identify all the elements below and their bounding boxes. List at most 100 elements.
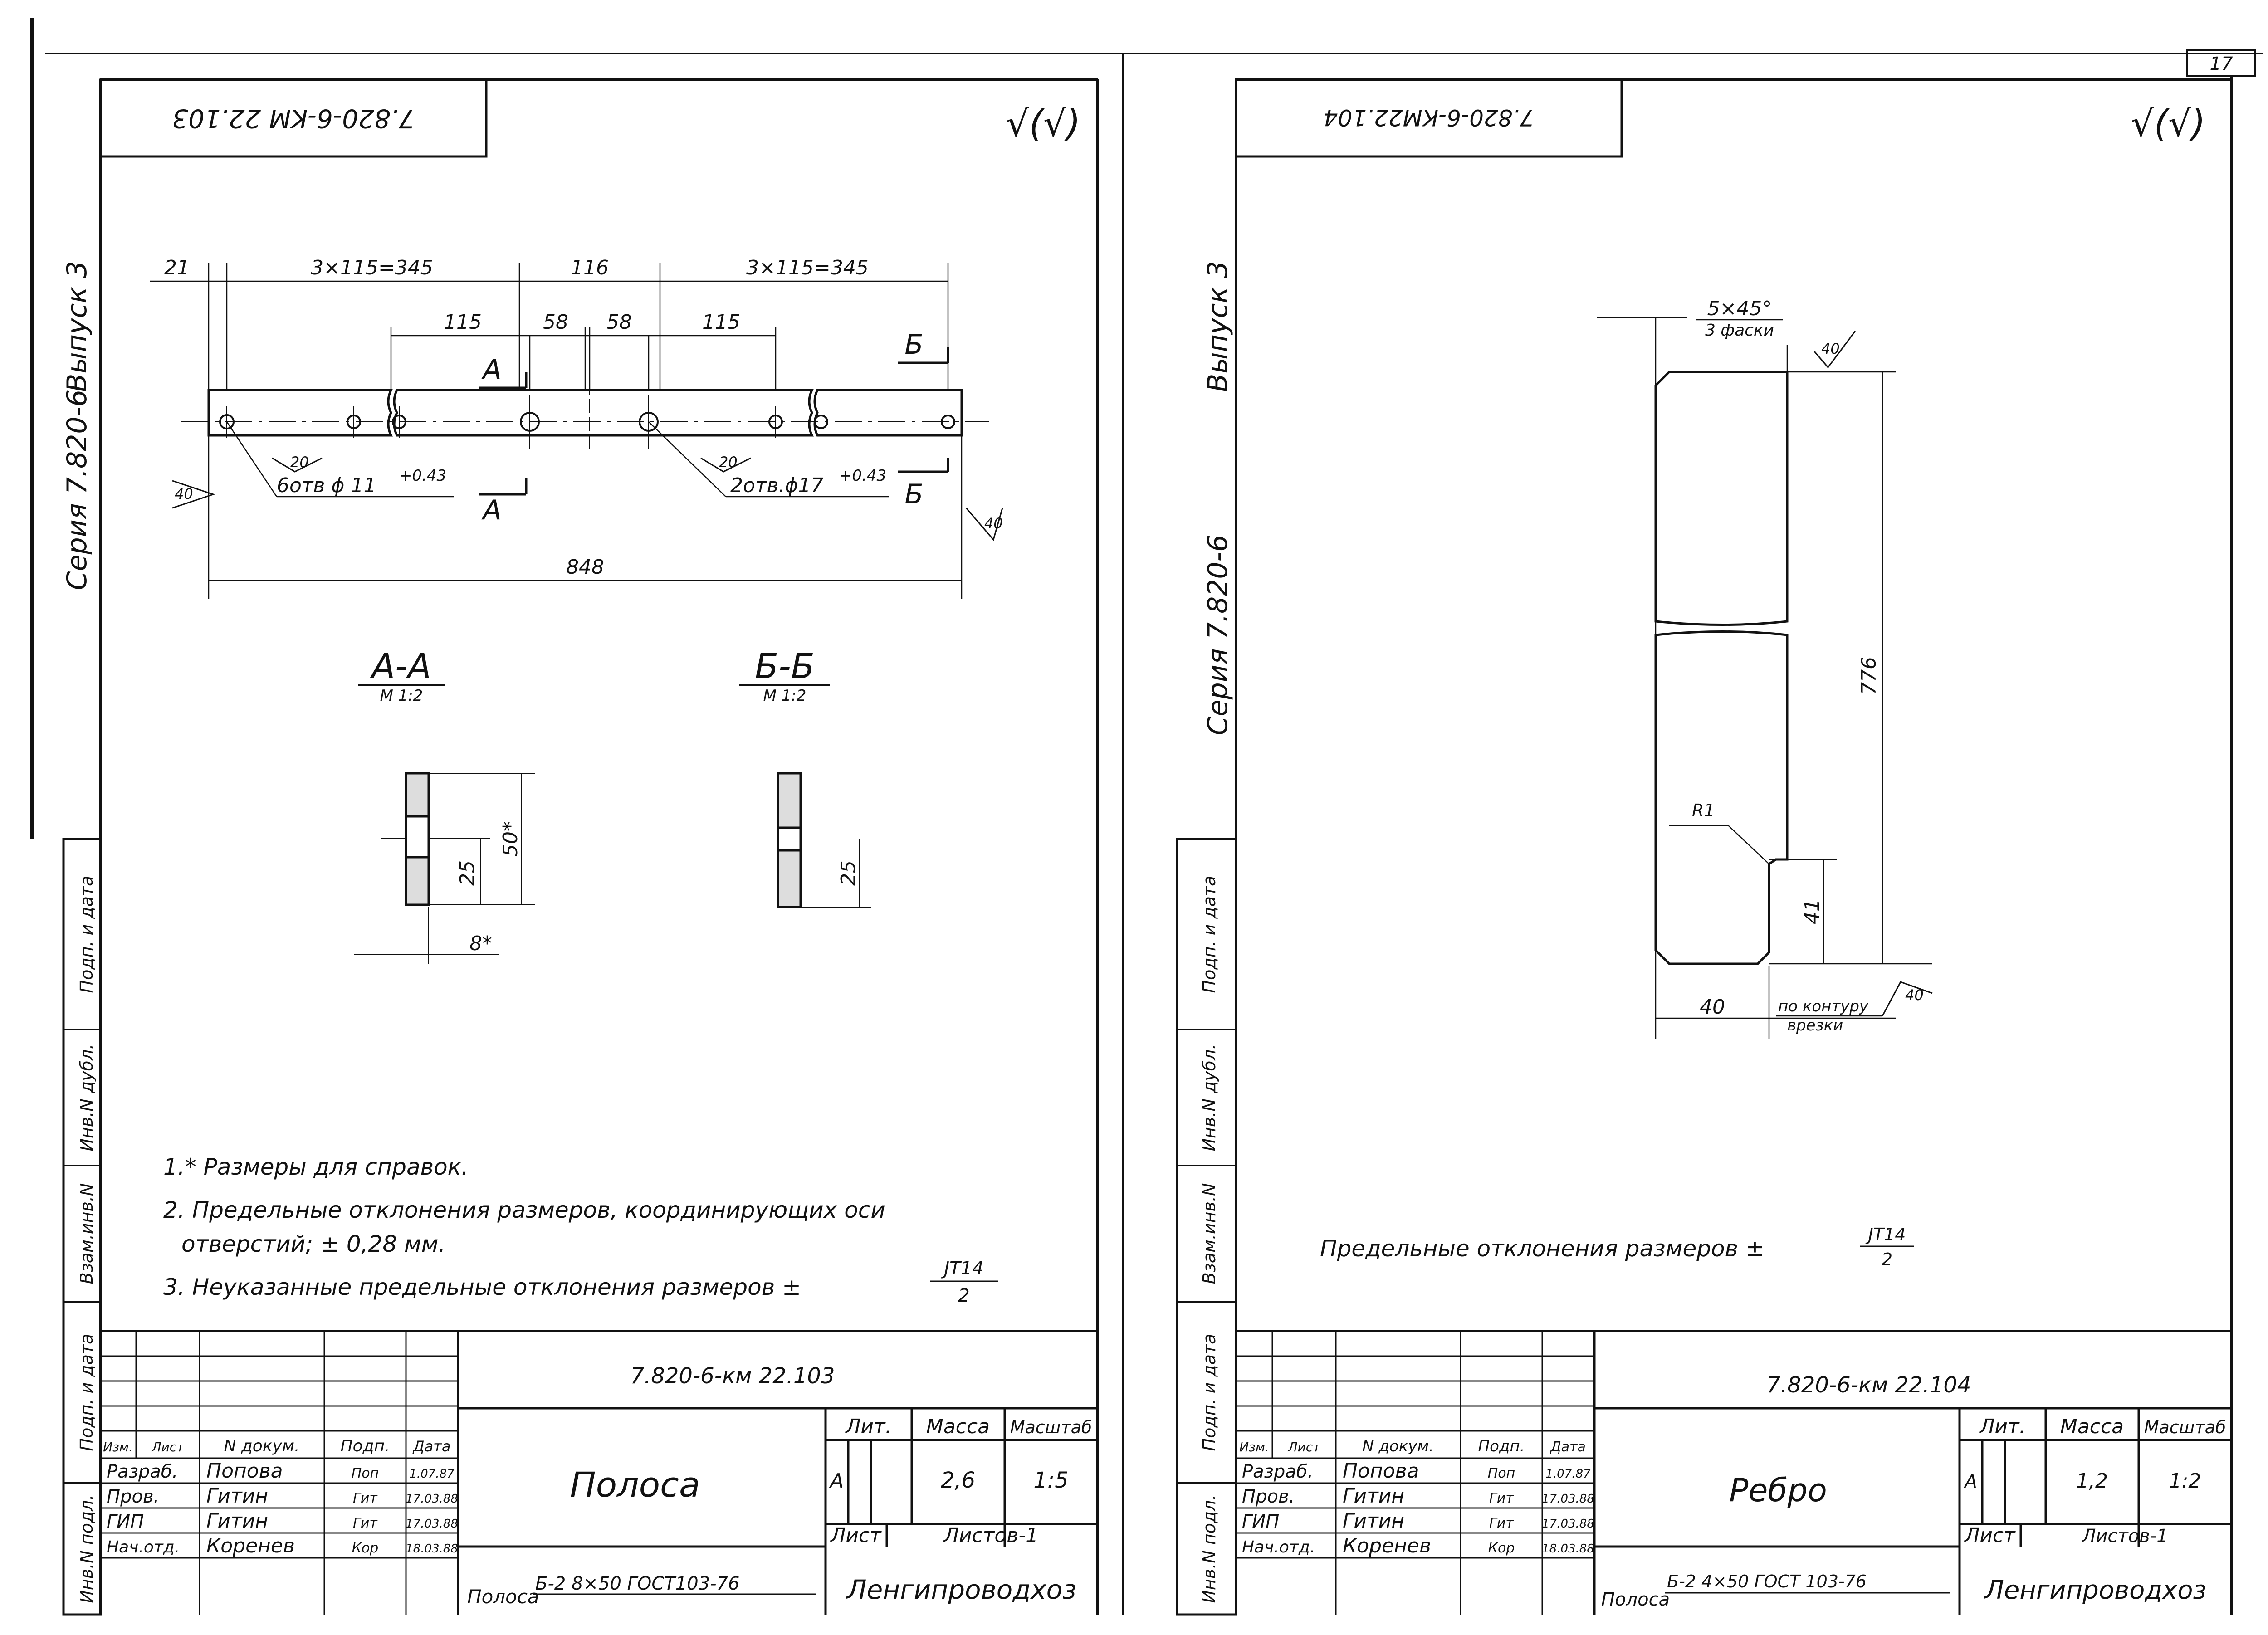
- tb-r-scale: 1:2: [2169, 1469, 2201, 1493]
- tb-r-lit-label: Лит.: [1979, 1415, 2025, 1438]
- note-1: 1.* Размеры для справок.: [163, 1154, 469, 1180]
- tb-sheets-label: Листов-1: [943, 1524, 1038, 1547]
- bar-segment-2: [393, 389, 814, 437]
- roughness-tick: [172, 480, 215, 509]
- tb-r-date-1: 1.07.87: [1545, 1467, 1591, 1481]
- title-block: 7.820-6-км 22.103 Изм. Лист N докум. Под…: [101, 1330, 1098, 1615]
- note-3-fraction-num: JT14: [941, 1258, 983, 1279]
- note-right-fraction-num: JT14: [1865, 1225, 1906, 1245]
- section-aa: А-А М 1:2 50* 25 8*: [354, 646, 535, 964]
- stamp-right-dup-inv: Инв.N дубл.: [1199, 1044, 1219, 1152]
- contour-note-1: по контуру: [1778, 997, 1869, 1015]
- bar-segment-1: [207, 389, 393, 437]
- tb-h-list: Лист: [152, 1440, 185, 1454]
- note-right: Предельные отклонения размеров ±: [1320, 1235, 1765, 1262]
- sheet-number-box: [2186, 49, 2256, 77]
- tb-r-sign-4: Кор: [1488, 1540, 1515, 1556]
- tb-scale-label: Масштаб: [1010, 1417, 1092, 1437]
- roughness-tick: [1813, 331, 1856, 369]
- roughness-mark-right: √(√): [2131, 102, 2205, 145]
- roughness-mark: √(√): [1006, 102, 1080, 145]
- bar-drawing: 21 3×115=345 116 3×115=345 115 58 58 115…: [150, 256, 1003, 599]
- dim-115-left: 115: [444, 311, 482, 334]
- dim-776: 776: [1857, 657, 1881, 695]
- tb-r-material-prefix: Полоса: [1601, 1589, 1670, 1610]
- sheet-number: 17: [2210, 54, 2233, 74]
- tb-sign-4: Кор: [352, 1540, 379, 1556]
- tb-sign-1: Поп: [352, 1465, 379, 1481]
- radius-r1: R1: [1692, 800, 1715, 820]
- rib-drawing: 5×45° 3 фаски 40 776 R1 41 40 по контуру…: [1597, 297, 1933, 1039]
- tb-r-date-3: 17.03.88: [1542, 1517, 1594, 1531]
- note-2: 2. Предельные отклонения размеров, коорд…: [163, 1197, 885, 1223]
- tb-r-org: Ленгипроводхоз: [1984, 1576, 2207, 1605]
- tb-r-sign-1: Поп: [1488, 1465, 1515, 1481]
- tb-r-h-izm: Изм.: [1239, 1440, 1269, 1454]
- stamp-sign-date: Подп. и дата: [77, 876, 97, 993]
- dim-25-bb: 25: [837, 860, 860, 886]
- section-bb: Б-Б М 1:2 25: [739, 646, 871, 908]
- tb-r-name-3: Гитин: [1343, 1509, 1404, 1533]
- tb-r-role-1: Разраб.: [1242, 1461, 1313, 1482]
- code-box: [99, 78, 488, 158]
- stamp-right-replace-inv: Взам.инв.N: [1199, 1183, 1219, 1284]
- tb-r-role-4: Нач.отд.: [1242, 1538, 1315, 1557]
- tb-date-2: 17.03.88: [406, 1492, 458, 1506]
- tb-r-role-2: Пров.: [1242, 1486, 1295, 1507]
- series-label: Серия 7.820-6: [61, 390, 93, 591]
- dim-50: 50*: [499, 821, 522, 857]
- tb-r-mass: 1,2: [2076, 1469, 2108, 1493]
- rough-40-b: 40: [984, 515, 1003, 532]
- tb-lit: А: [829, 1469, 844, 1493]
- tb-r-h-doc: N докум.: [1362, 1437, 1434, 1455]
- stamp-sign-date-2: Подп. и дата: [77, 1334, 97, 1451]
- holes-d11: 6отв ϕ 11: [277, 474, 376, 497]
- holes-d17: 2отв.ϕ17: [730, 474, 823, 497]
- tb-r-name-4: Коренев: [1343, 1534, 1431, 1557]
- issue-label: Выпуск 3: [61, 261, 93, 392]
- roughness-tick: [272, 457, 323, 473]
- dim-25-aa: 25: [456, 860, 479, 886]
- dim-115-right: 115: [702, 311, 740, 334]
- dim-8: 8*: [469, 932, 492, 955]
- rough-20-b: 20: [719, 454, 738, 471]
- dim-41: 41: [1801, 899, 1824, 924]
- tb-r-scale-label: Масштаб: [2144, 1417, 2226, 1437]
- tb-name-4: Коренев: [206, 1534, 295, 1557]
- stamp-right-sign-date-2: Подп. и дата: [1199, 1334, 1219, 1451]
- tb-r-date-4: 18.03.88: [1542, 1542, 1594, 1556]
- tb-mass: 2,6: [941, 1468, 975, 1493]
- title-block-right: 7.820-6-км 22.104 Изм. Лист N докум. Под…: [1236, 1330, 2232, 1615]
- tb-r-sheet-label: Лист: [1964, 1524, 2016, 1547]
- tb-r-sign-2: Гит: [1489, 1490, 1514, 1506]
- tb-r-mass-label: Масса: [2060, 1415, 2124, 1438]
- tb-r-lit: А: [1963, 1471, 1977, 1492]
- series-label-right: Серия 7.820-6: [1202, 535, 1234, 736]
- tb-h-doc: N докум.: [224, 1437, 300, 1455]
- tb-material: Б-2 8×50 ГОСТ103-76: [535, 1573, 739, 1594]
- roughness-tick: [1882, 981, 1933, 1016]
- roughness-tick: [700, 457, 751, 473]
- tb-role-3: ГИП: [107, 1511, 144, 1532]
- stamp-right-orig-inv: Инв.N подл.: [1199, 1495, 1219, 1603]
- tb-date-4: 18.03.88: [406, 1542, 458, 1556]
- stamp-replace-inv: Взам.инв.N: [77, 1183, 97, 1284]
- holes-d17-tol: +0.43: [839, 467, 886, 485]
- tb-h-izm: Изм.: [103, 1440, 133, 1454]
- tb-name-1: Попова: [206, 1459, 283, 1483]
- rough-40-right-top: 40: [1821, 340, 1840, 357]
- tb-r-doc-code: 7.820-6-км 22.104: [1766, 1372, 1971, 1398]
- section-bb-title: Б-Б: [755, 646, 815, 686]
- tb-lit-label: Лит.: [845, 1415, 891, 1438]
- tb-r-part-name: Ребро: [1729, 1472, 1827, 1509]
- tb-h-sign: Подп.: [341, 1437, 390, 1455]
- tb-date-1: 1.07.87: [409, 1467, 455, 1481]
- tb-sign-3: Гит: [353, 1515, 378, 1531]
- note-2-cont: отверстий; ± 0,28 мм.: [181, 1231, 445, 1257]
- side-stamp-right: Подп. и дата Инв.N дубл. Взам.инв.N Подп…: [1176, 838, 1237, 1616]
- tb-material-prefix: Полоса: [467, 1586, 539, 1608]
- tb-r-date-2: 17.03.88: [1542, 1492, 1594, 1506]
- tb-r-h-sign: Подп.: [1478, 1437, 1525, 1455]
- dim-40: 40: [1700, 996, 1725, 1019]
- tb-role-2: Пров.: [107, 1486, 159, 1507]
